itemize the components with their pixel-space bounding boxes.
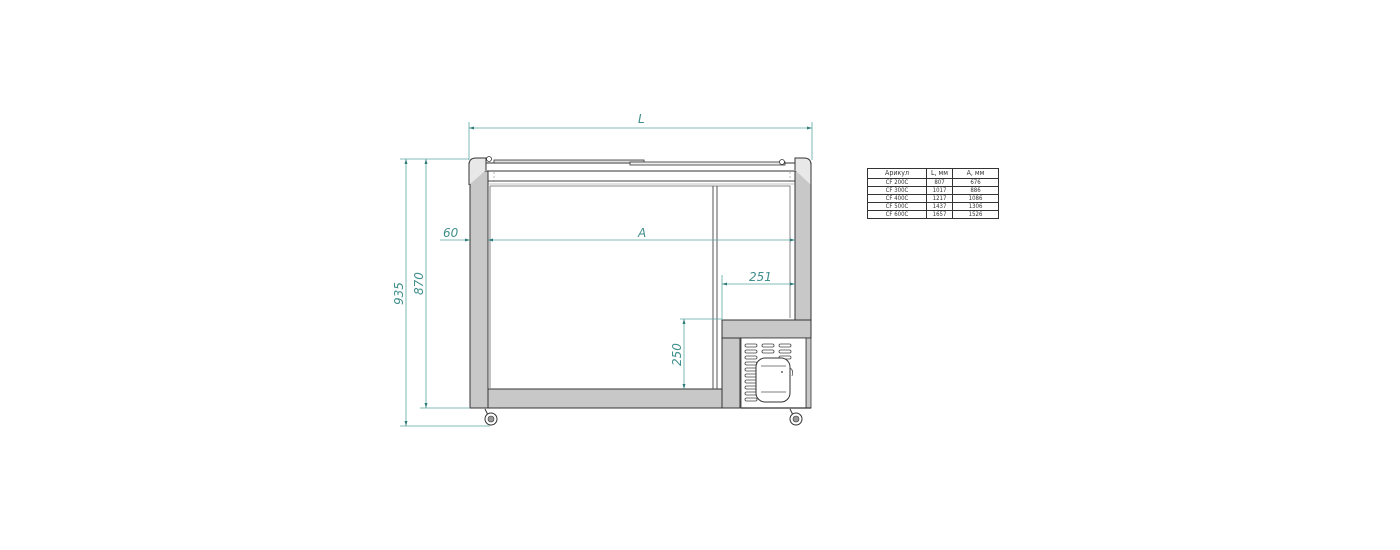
caster-left (484, 407, 498, 426)
spec-table-header: Арикул L, мм A, мм (867, 168, 1000, 179)
cell-a: 1306 (952, 202, 1000, 211)
dim-label-870: 870 (412, 272, 426, 295)
dim-label-L: L (638, 112, 645, 126)
table-row: CF 300C 1017 886 (867, 186, 1000, 195)
cell-length: 1217 (925, 194, 954, 203)
caster-right (789, 407, 803, 426)
cell-model: CF 600C (867, 210, 927, 219)
table-row: CF 200C 807 676 (867, 178, 1000, 187)
cell-model: CF 300C (867, 186, 927, 195)
table-row: CF 500C 1437 1306 (867, 202, 1000, 211)
header-a: A, мм (952, 168, 1000, 179)
header-length: L, мм (925, 168, 954, 179)
table-row: CF 600C 1657 1526 (867, 210, 1000, 219)
compressor-compartment (740, 337, 811, 409)
cell-a: 1526 (952, 210, 1000, 219)
cell-model: CF 400C (867, 194, 927, 203)
header-article: Арикул (867, 168, 927, 179)
cell-length: 1657 (925, 210, 954, 219)
cell-length: 807 (925, 178, 954, 187)
cell-a: 886 (952, 186, 1000, 195)
cell-a: 1086 (952, 194, 1000, 203)
dimension-lines (400, 122, 813, 427)
cell-model: CF 500C (867, 202, 927, 211)
cabinet-body (468, 156, 812, 409)
cell-length: 1437 (925, 202, 954, 211)
dim-label-250: 250 (670, 343, 684, 366)
spec-table: Арикул L, мм A, мм CF 200C 807 676 CF 30… (867, 168, 1000, 219)
dim-label-60: 60 (443, 226, 459, 240)
cell-a: 676 (952, 178, 1000, 187)
table-row: CF 400C 1217 1086 (867, 194, 1000, 203)
dim-label-935: 935 (392, 282, 406, 305)
cell-model: CF 200C (867, 178, 927, 187)
cell-length: 1017 (925, 186, 954, 195)
dim-label-A: A (637, 226, 646, 240)
compressor-icon (755, 357, 791, 403)
dim-label-251: 251 (749, 270, 772, 284)
